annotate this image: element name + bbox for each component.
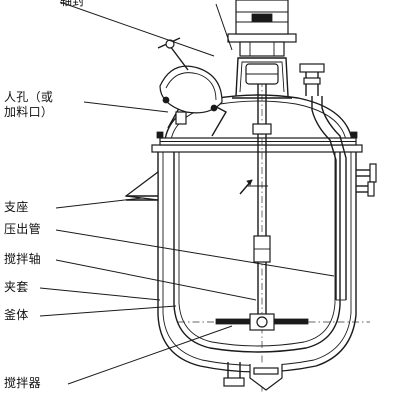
manhole: [157, 37, 227, 137]
label-agitator: 搅拌器: [4, 376, 41, 390]
agitator-paddle: [215, 313, 309, 331]
jacket-nozzles: [356, 163, 377, 197]
label-stirring-shaft: 搅拌轴: [4, 252, 41, 266]
rotation-arrow: [239, 179, 268, 195]
discharge-pipe: [299, 63, 347, 301]
label-vessel-body: 釜体: [4, 308, 29, 322]
shaft-seal-assembly: [227, 0, 297, 99]
support-lug: [124, 170, 159, 201]
label-jacket: 夹套: [4, 280, 29, 294]
leader-lines: [39, 1, 335, 385]
label-shaft-seal: 轴封: [60, 0, 85, 8]
label-support: 支座: [4, 200, 29, 214]
bottom-outlet: [223, 362, 283, 391]
stirring-shaft: [252, 84, 272, 328]
label-manhole: 人孔（或 加料口）: [4, 90, 54, 119]
label-discharge-pipe: 压出管: [4, 222, 41, 236]
